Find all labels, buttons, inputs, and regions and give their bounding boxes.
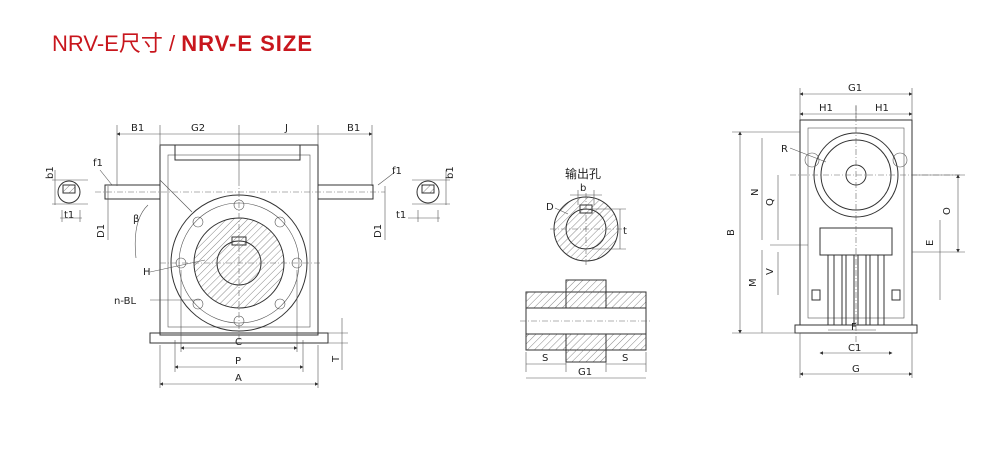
dim-E: E (925, 240, 936, 246)
dim-B: B (726, 229, 737, 236)
title-prefix: NRV-E尺寸 / (52, 31, 182, 56)
angle-beta: β (133, 214, 139, 225)
bore-heading: 输出孔 (565, 166, 601, 181)
dim-S-left: S (542, 353, 548, 364)
dim-H: H (143, 267, 151, 278)
dim-b1-left: b1 (45, 166, 56, 179)
dim-B1-left: B1 (131, 123, 144, 134)
dim-Q: Q (765, 198, 776, 206)
dim-C1: C1 (848, 343, 861, 354)
dim-D1-left: D1 (96, 224, 107, 238)
page-title: NRV-E尺寸 / NRV-E SIZE (52, 26, 313, 58)
dim-n-BL: n-BL (114, 296, 136, 307)
dim-f1-left: f1 (93, 158, 103, 169)
dim-G1-side: G1 (848, 83, 862, 94)
dim-C: C (235, 337, 242, 348)
dim-t1-left: t1 (64, 210, 74, 221)
dim-O: O (942, 207, 953, 215)
dim-H1-left: H1 (819, 103, 833, 114)
dim-G1-shaft: G1 (578, 367, 592, 378)
dim-t: t (623, 226, 627, 237)
dim-G2: G2 (191, 123, 205, 134)
output-bore-view (520, 190, 652, 379)
dim-S-right: S (622, 353, 628, 364)
dim-b1-right: b1 (445, 166, 456, 179)
front-view (52, 125, 450, 388)
dim-R: R (781, 144, 788, 155)
title-main: NRV-E SIZE (181, 31, 314, 56)
dim-J: J (284, 123, 288, 134)
dim-D1-right: D1 (373, 224, 384, 238)
dim-D: D (546, 202, 554, 213)
dim-V: V (765, 268, 776, 275)
dim-F: F (851, 322, 857, 333)
dim-b: b (580, 183, 586, 194)
dim-G: G (852, 364, 860, 375)
dim-N: N (750, 189, 761, 196)
side-view (732, 88, 965, 378)
dim-M: M (748, 278, 759, 287)
dim-T: T (331, 355, 342, 363)
dim-f1-right: f1 (392, 166, 402, 177)
dim-B1-right: B1 (347, 123, 360, 134)
dim-H1-right: H1 (875, 103, 889, 114)
dim-t1-right: t1 (396, 210, 406, 221)
dim-P: P (235, 356, 241, 367)
dim-A: A (235, 373, 242, 384)
